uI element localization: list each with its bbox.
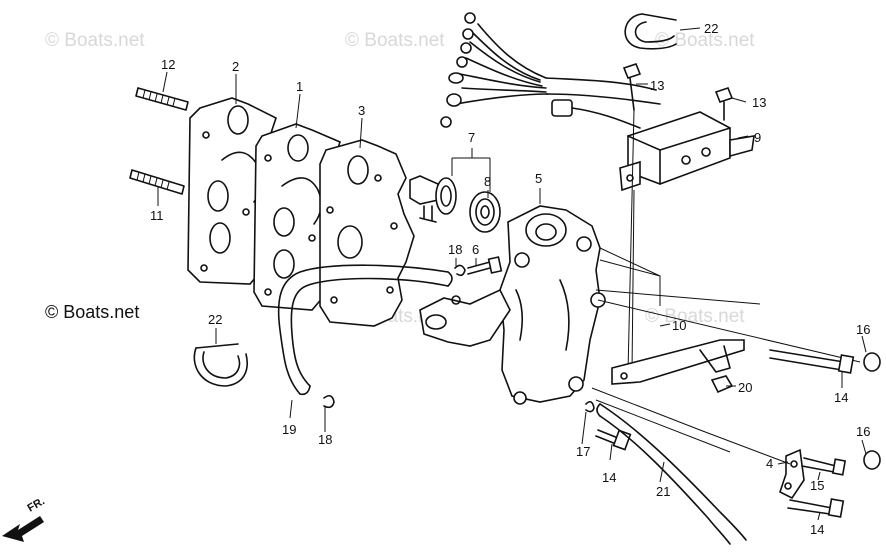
watermark: © Boats.net: [655, 30, 755, 51]
callout-22-top: 22: [704, 21, 718, 36]
callout-14-left: 14: [602, 470, 616, 485]
callout-5: 5: [535, 171, 542, 186]
hose-19: [277, 264, 453, 396]
callout-8: 8: [484, 174, 491, 189]
callout-15: 15: [810, 478, 824, 493]
clip-17: [585, 400, 595, 413]
forward-label: FR.: [26, 495, 47, 514]
clip-18-upper: [454, 264, 466, 277]
forward-arrow-icon: FR.: [2, 495, 47, 542]
watermark: © Boats.net: [345, 30, 445, 51]
bolt-14-right: [769, 349, 855, 374]
ignition-module-9: [619, 111, 755, 192]
callout-13-right: 13: [752, 95, 766, 110]
clamp-22-left: [193, 343, 248, 387]
callout-19: 19: [282, 422, 296, 437]
watermark: © Boats.net: [645, 306, 745, 327]
callout-6: 6: [472, 242, 479, 257]
hose-21: [596, 403, 747, 545]
watermark: © Boats.net: [45, 30, 145, 51]
leader-lines: [157, 27, 867, 521]
callout-20: 20: [738, 380, 752, 395]
callout-11: 11: [150, 208, 164, 223]
callout-1: 1: [296, 79, 303, 94]
callout-16-lower: 16: [856, 424, 870, 439]
bolt-15: [801, 457, 847, 476]
callout-14-bottom: 14: [810, 522, 824, 537]
bolt-13-right: [714, 87, 734, 121]
callout-14-right: 14: [834, 390, 848, 405]
callout-4: 4: [766, 456, 773, 471]
callout-2: 2: [232, 59, 239, 74]
clip-18-lower: [323, 394, 335, 409]
gasket-1: [253, 123, 341, 311]
callout-18-upper: 18: [448, 242, 462, 257]
callout-10: 10: [672, 318, 686, 333]
seal-8: [469, 191, 501, 233]
callout-18-lower: 18: [318, 432, 332, 447]
clamp-22-top: [624, 13, 677, 50]
wire-harness: [440, 12, 661, 129]
bolt-14-lower-right: [787, 498, 845, 518]
callout-21: 21: [656, 484, 670, 499]
nut-20: [710, 375, 734, 394]
bolt-13-left: [622, 63, 642, 111]
nut-16-upper: [863, 352, 881, 372]
nut-16-lower: [863, 450, 881, 470]
stud-11: [129, 169, 185, 195]
callout-17: 17: [576, 444, 590, 459]
bolt-6: [467, 256, 503, 275]
callout-22-left: 22: [208, 312, 222, 327]
callout-3: 3: [358, 103, 365, 118]
water-outlet: [419, 288, 511, 347]
thermostat-7: [409, 175, 457, 223]
callout-12: 12: [161, 57, 175, 72]
gasket-3: [319, 139, 415, 327]
thermostat-cover-5: [499, 205, 606, 405]
callout-13-left: 13: [650, 78, 664, 93]
bracket-10: [611, 339, 745, 385]
bolt-14-lower-left: [595, 429, 632, 451]
callout-7: 7: [468, 130, 475, 145]
callout-16-upper: 16: [856, 322, 870, 337]
callout-9: 9: [754, 130, 761, 145]
copyright-notice: © Boats.net: [45, 302, 140, 322]
stud-12: [135, 87, 189, 111]
bracket-4: [779, 448, 805, 500]
